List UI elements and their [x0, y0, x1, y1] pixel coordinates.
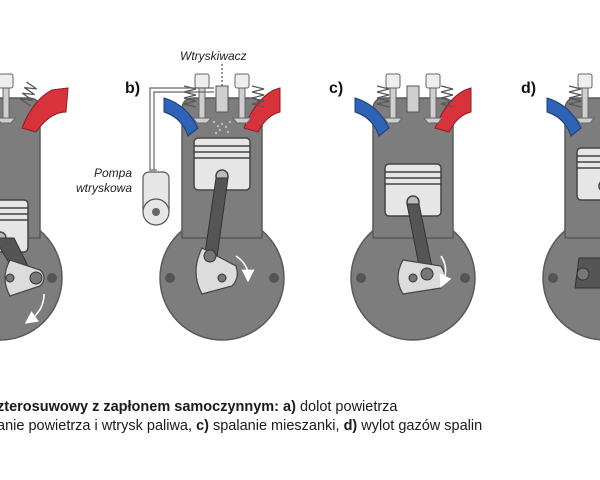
caption-line1-rest: dolot powietrza: [295, 399, 398, 415]
injection-pump: [142, 171, 170, 226]
injector-label: Wtryskiwacz: [180, 49, 247, 63]
panel-b-label: b): [125, 80, 140, 97]
pump-label-line1: Pompa: [94, 166, 132, 180]
pump-label-line2: wtryskowa: [76, 181, 132, 195]
panel-d-label: d): [521, 80, 536, 97]
caption-line2-c: c): [196, 418, 209, 434]
panel-c-label: c): [329, 80, 343, 97]
panel-a-intake: [0, 73, 69, 341]
caption-line-1: zterosuwowy z zapłonem samoczynnym: a) d…: [0, 398, 600, 417]
panel-c-combustion: [350, 73, 476, 341]
panel-d-exhaust: [542, 73, 600, 341]
figure-caption: zterosuwowy z zapłonem samoczynnym: a) d…: [0, 398, 600, 436]
caption-line2-c-rest: spalanie mieszanki,: [208, 418, 344, 434]
engine-strokes-diagram: b) Wtryskiwacz Pompa wtrysko: [0, 49, 600, 341]
caption-line2-d: d): [343, 418, 358, 434]
caption-line2-d-rest: wylot gazów spalin: [357, 418, 483, 434]
fuel-line: [149, 87, 214, 171]
caption-line2-a: anie powietrza i wtrysk paliwa,: [0, 418, 197, 434]
panel-b-compression: [159, 73, 285, 341]
caption-line1-bold: zterosuwowy z zapłonem samoczynnym: a): [0, 399, 296, 415]
caption-line-2: anie powietrza i wtrysk paliwa, c) spala…: [0, 417, 600, 436]
